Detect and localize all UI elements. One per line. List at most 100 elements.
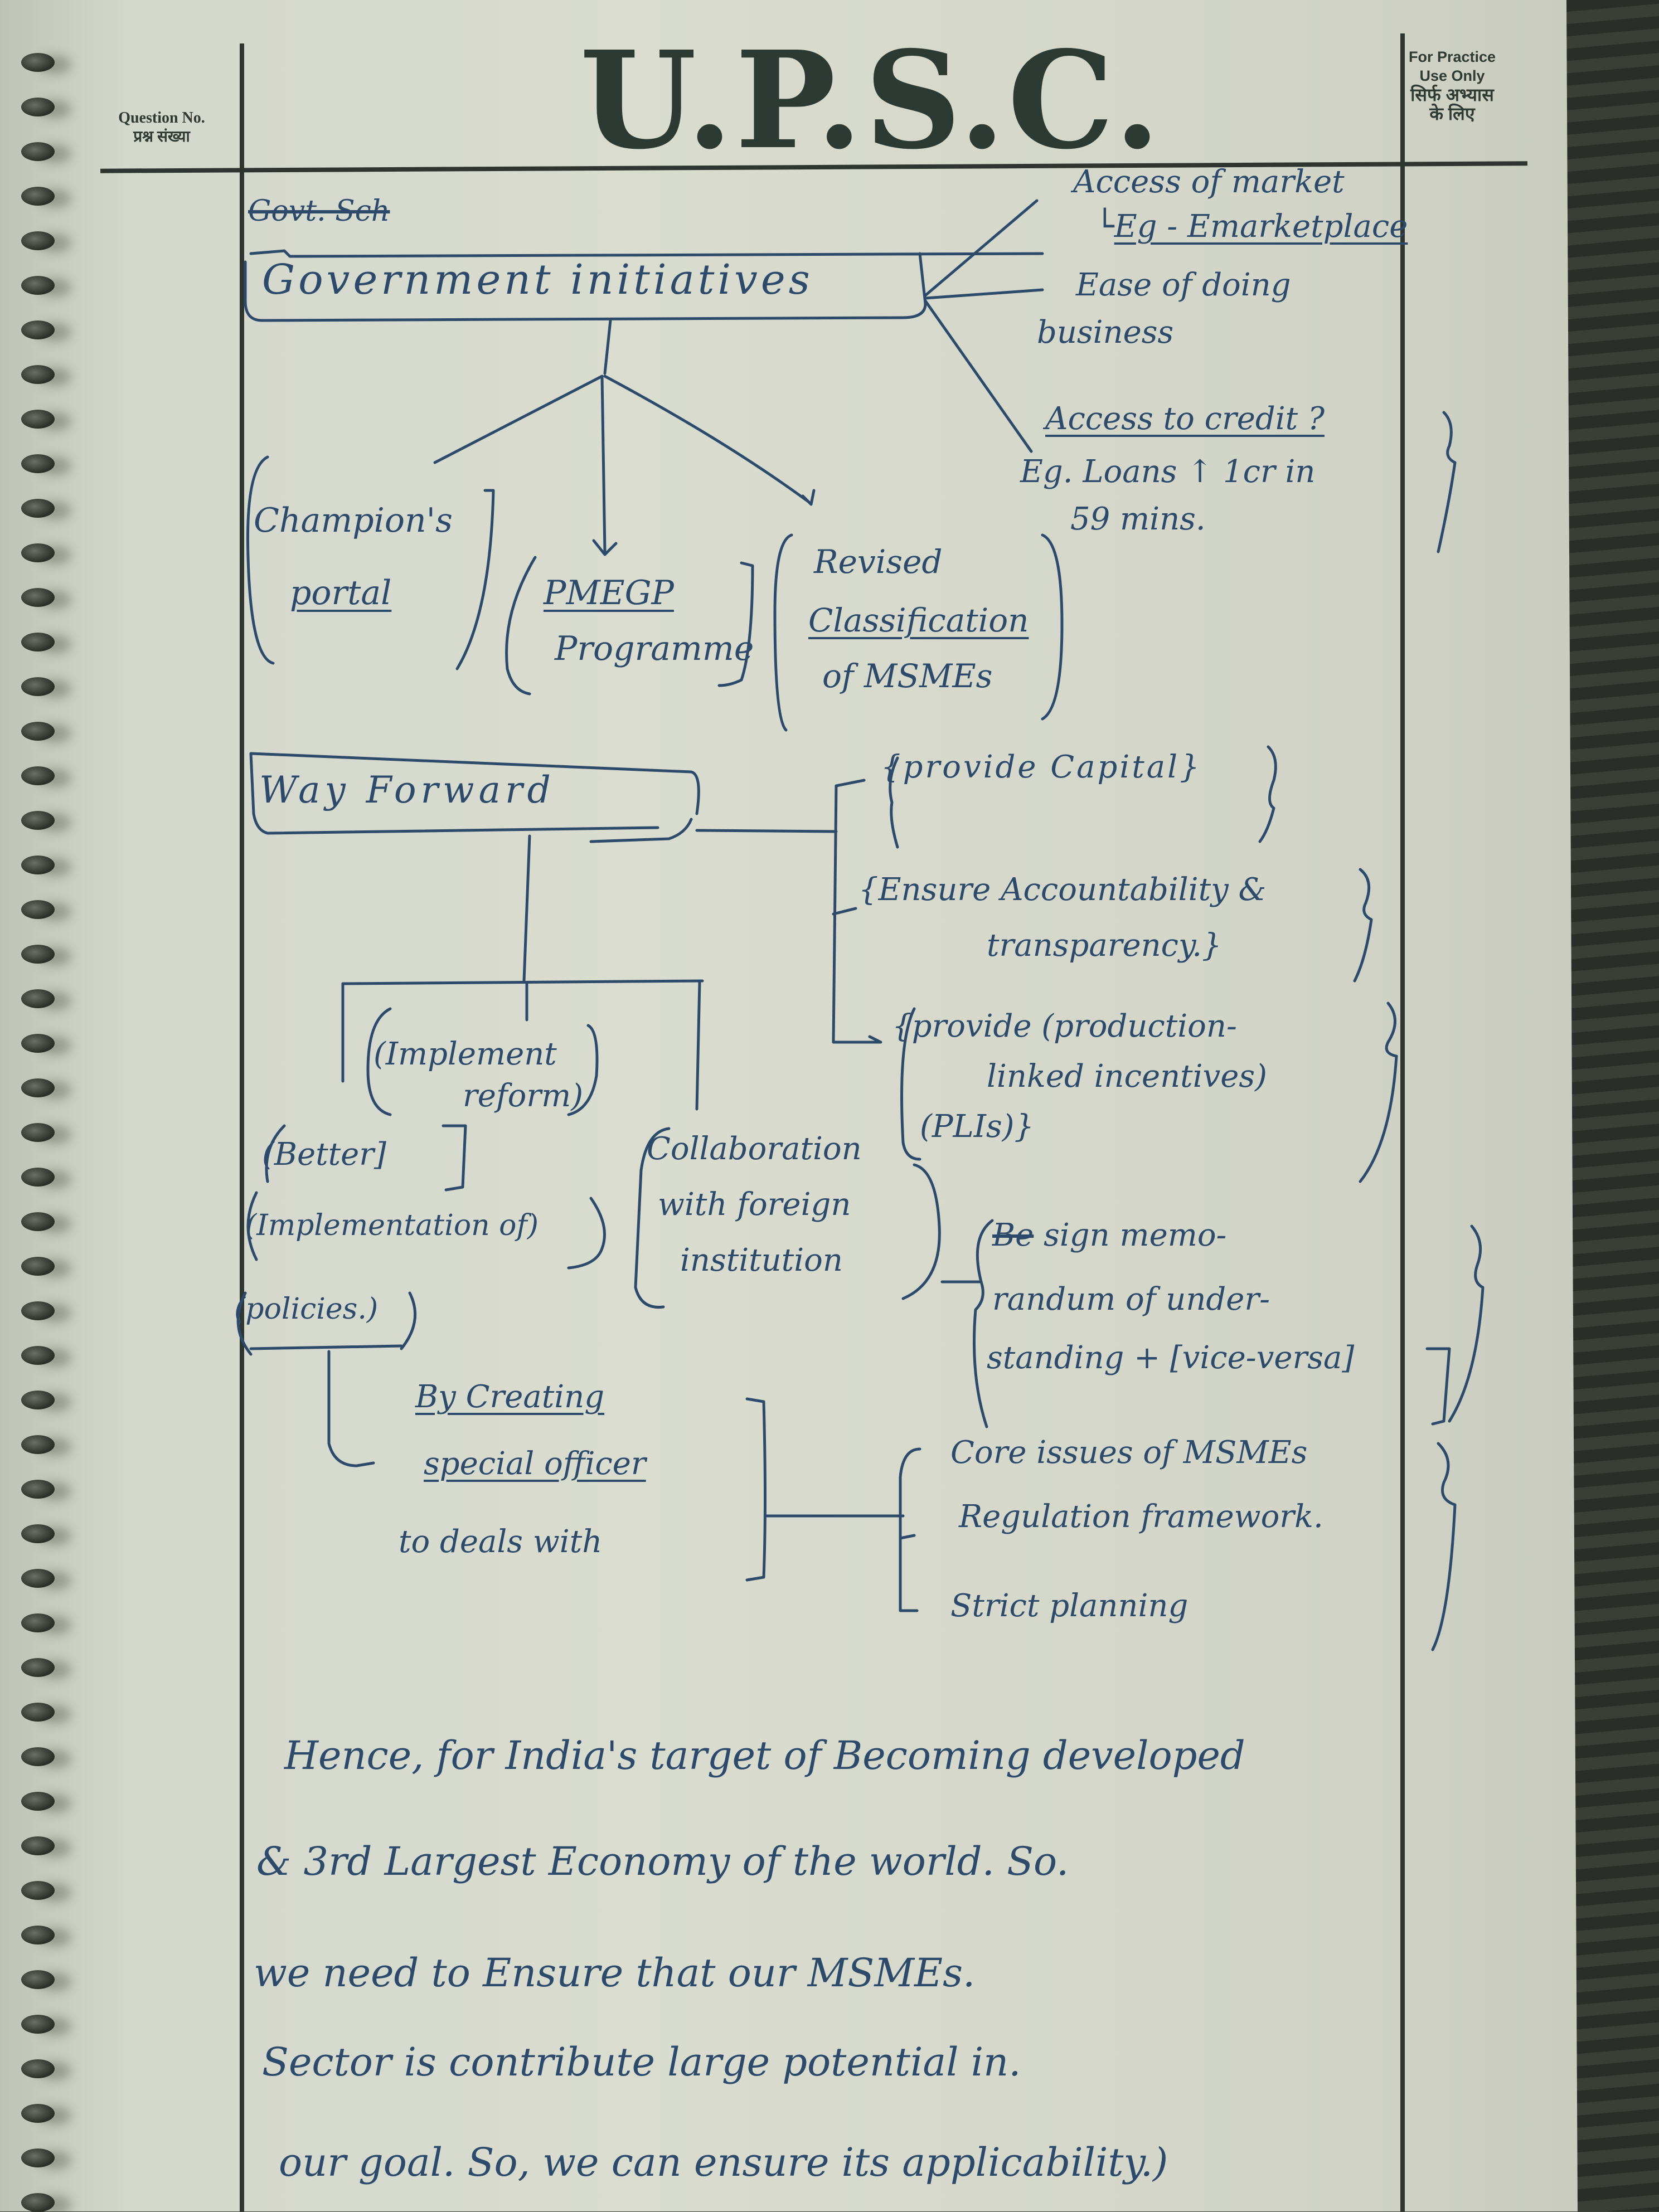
conclusion-line-4: Sector is contribute large potential in. bbox=[262, 2039, 1021, 2085]
practice-label-en-2: Use Only bbox=[1419, 67, 1485, 84]
spiral-ring bbox=[21, 1123, 55, 1142]
spiral-ring bbox=[21, 766, 55, 785]
branch-better-3: (policies.) bbox=[234, 1292, 379, 1326]
branch-collab-1: Collaboration bbox=[647, 1131, 862, 1167]
practice-label-hi-1: सिर्फ अभ्यास bbox=[1410, 85, 1494, 105]
spiral-ring bbox=[21, 855, 55, 874]
wf-point-pli-1: {provide (production- bbox=[892, 1008, 1237, 1044]
branch-collab-3: institution bbox=[680, 1242, 843, 1278]
branch-pmegp-2: Programme bbox=[555, 629, 754, 668]
point-credit-1: Access to credit ? bbox=[1045, 401, 1325, 437]
pmegp-label: PMEGP bbox=[544, 573, 674, 612]
office-point-planning: Strict planning bbox=[950, 1588, 1189, 1624]
spiral-ring bbox=[21, 2148, 55, 2167]
point-credit-2: Eg. Loans ↑ 1cr in bbox=[1020, 454, 1316, 490]
page-title: U.P.S.C. bbox=[580, 22, 1163, 179]
point-access-market-2: └Eg - Emarketplace bbox=[1095, 208, 1408, 245]
point-credit-3: 59 mins. bbox=[1070, 501, 1206, 537]
spiral-ring bbox=[21, 1301, 55, 1320]
mou-line-2: randum of under- bbox=[992, 1281, 1270, 1318]
spiral-ring bbox=[21, 1970, 55, 1989]
spiral-ring bbox=[21, 142, 55, 161]
spiral-ring bbox=[21, 410, 55, 429]
branch-implement-1: (Implement bbox=[373, 1036, 557, 1072]
conclusion-line-3: we need to Ensure that our MSMEs. bbox=[254, 1950, 976, 1996]
spiral-ring bbox=[21, 1034, 55, 1053]
branch-collab-2: with foreign bbox=[658, 1187, 851, 1223]
offices-line-3: to deals with bbox=[399, 1524, 603, 1560]
wf-point-accountability-2: transparency.} bbox=[987, 927, 1222, 964]
gov-initiatives-heading: Government initiatives bbox=[262, 256, 813, 304]
branch-revised-2: Classification bbox=[808, 601, 1029, 639]
spiral-ring bbox=[21, 1703, 55, 1722]
offices-line-1: By Creating bbox=[415, 1379, 605, 1415]
spiral-ring bbox=[21, 1747, 55, 1766]
spiral-ring bbox=[21, 677, 55, 696]
point-ease-2: business bbox=[1037, 314, 1174, 351]
spiral-ring bbox=[21, 543, 55, 562]
spiral-ring bbox=[21, 1168, 55, 1187]
right-margin-line bbox=[1400, 33, 1405, 2211]
spiral-ring bbox=[21, 633, 55, 652]
conclusion-line-5: our goal. So, we can ensure its applicab… bbox=[279, 2140, 1168, 2185]
wf-point-accountability-1: {Ensure Accountability & bbox=[858, 872, 1267, 908]
practice-use-label: For Practice Use Only सिर्फ अभ्यास के लि… bbox=[1399, 47, 1505, 123]
spiral-ring bbox=[21, 1658, 55, 1677]
spiral-ring bbox=[21, 1613, 55, 1632]
spiral-ring bbox=[21, 1881, 55, 1900]
spiral-ring bbox=[21, 231, 55, 250]
spiral-ring bbox=[21, 1435, 55, 1454]
wf-point-pli-2: linked incentives) bbox=[987, 1058, 1267, 1095]
spiral-ring bbox=[21, 187, 55, 206]
practice-label-hi-2: के लिए bbox=[1429, 104, 1475, 124]
spiral-ring bbox=[21, 454, 55, 473]
branch-champions-1: Champion's bbox=[254, 501, 453, 540]
spiral-ring bbox=[21, 1926, 55, 1944]
spiral-ring bbox=[21, 365, 55, 384]
spiral-ring bbox=[21, 1078, 55, 1097]
spiral-ring bbox=[21, 1524, 55, 1543]
spiral-ring bbox=[21, 811, 55, 830]
branch-implement-2: reform) bbox=[463, 1078, 584, 1114]
eg-prefix: └ bbox=[1095, 208, 1114, 245]
spiral-ring bbox=[21, 320, 55, 339]
office-point-regulation: Regulation framework. bbox=[959, 1499, 1323, 1535]
office-point-core-issues: Core issues of MSMEs bbox=[950, 1435, 1308, 1471]
spiral-ring bbox=[21, 1792, 55, 1811]
way-forward-heading: Way Forward bbox=[259, 769, 555, 811]
spiral-ring bbox=[21, 276, 55, 295]
left-margin-line bbox=[240, 43, 244, 2211]
spiral-ring bbox=[21, 1257, 55, 1276]
spiral-ring bbox=[21, 2104, 55, 2123]
branch-revised-3: of MSMEs bbox=[822, 657, 993, 695]
mou-line-1: Be sign memo- bbox=[992, 1217, 1227, 1253]
branch-revised-1: Revised bbox=[814, 543, 943, 581]
background-cloth bbox=[1561, 0, 1659, 2211]
spiral-ring bbox=[21, 1480, 55, 1499]
question-number-label-hi: प्रश्न संख्या bbox=[133, 128, 190, 145]
spiral-ring bbox=[21, 1212, 55, 1231]
spiral-ring bbox=[21, 1836, 55, 1855]
spiral-ring bbox=[21, 588, 55, 607]
mou-line-3: standing + [vice-versa] bbox=[987, 1340, 1355, 1376]
conclusion-line-1: Hence, for India's target of Becoming de… bbox=[284, 1733, 1245, 1778]
mou-text-1: sign memo- bbox=[1044, 1217, 1227, 1253]
spiral-ring bbox=[21, 2015, 55, 2034]
spiral-ring bbox=[21, 1391, 55, 1409]
spiral-ring bbox=[21, 1569, 55, 1588]
branch-pmegp-1: PMEGP bbox=[544, 574, 674, 612]
offices-line-2: special officer bbox=[424, 1446, 646, 1482]
question-number-label-en: Question No. bbox=[118, 109, 205, 127]
conclusion-line-2: & 3rd Largest Economy of the world. So. bbox=[256, 1839, 1069, 1884]
spiral-ring bbox=[21, 499, 55, 518]
spiral-ring bbox=[21, 900, 55, 919]
spiral-ring bbox=[21, 989, 55, 1008]
point-ease-1: Ease of doing bbox=[1076, 267, 1291, 303]
wf-point-capital: {provide Capital} bbox=[881, 749, 1202, 785]
branch-champions-2: portal bbox=[290, 573, 392, 612]
branch-better-2: (Implementation of) bbox=[245, 1209, 539, 1242]
point-access-market-1: Access of market bbox=[1073, 164, 1345, 200]
branch-better-1: (Better] bbox=[262, 1136, 386, 1173]
spiral-ring bbox=[21, 98, 55, 116]
practice-label-en-1: For Practice bbox=[1408, 48, 1496, 65]
